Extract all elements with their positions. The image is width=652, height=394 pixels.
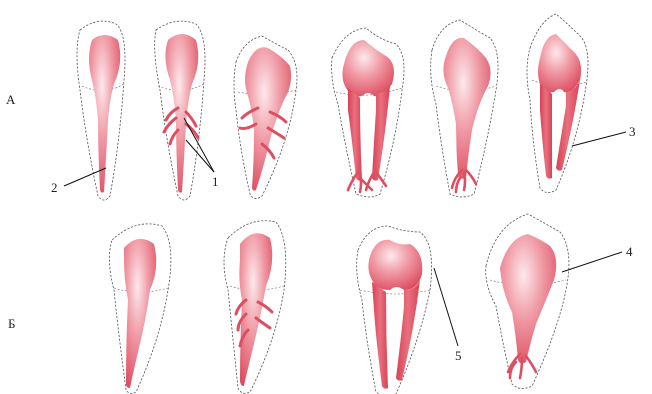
leader-5 — [434, 268, 458, 346]
leader-4 — [562, 252, 622, 272]
tooth-a6 — [527, 14, 588, 193]
leader-3 — [572, 132, 626, 146]
tooth-a2 — [155, 21, 205, 200]
tooth-b2 — [224, 221, 286, 394]
tooth-b4 — [486, 214, 569, 389]
row-label-b: Б — [8, 316, 15, 331]
callout-1: 1 — [212, 174, 219, 189]
callout-5: 5 — [455, 348, 462, 363]
tooth-a3 — [234, 36, 297, 199]
tooth-a5 — [431, 20, 498, 197]
tooth-b1 — [109, 224, 170, 394]
row-label-a: А — [6, 92, 16, 107]
callout-2: 2 — [51, 180, 58, 195]
tooth-b3 — [357, 226, 432, 394]
callout-4: 4 — [626, 244, 633, 259]
tooth-a1 — [77, 21, 125, 200]
callout-3: 3 — [629, 124, 636, 139]
tooth-a4 — [332, 28, 404, 197]
